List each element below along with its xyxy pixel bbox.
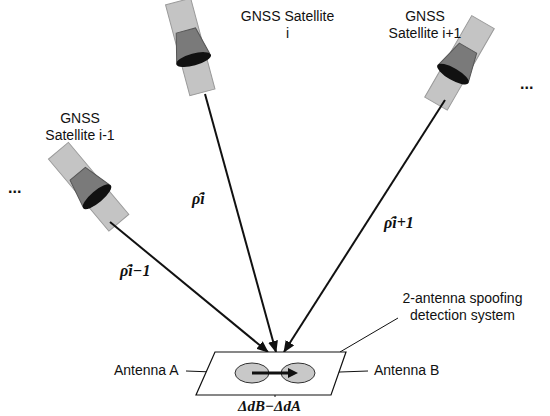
ellipsis: ... [518, 74, 535, 93]
platform-shape [196, 352, 346, 395]
satellite-label: GNSS Satellite i-1 [35, 110, 125, 144]
leader-line [340, 318, 398, 352]
antenna-label: Antenna A [112, 362, 181, 379]
system-label: 2-antenna spoofing detection system [395, 290, 530, 324]
satellite-icon [161, 0, 220, 97]
unit-vector-label: ρ̂i+1 [382, 214, 416, 232]
line-of-sight-vector [110, 222, 268, 352]
satellite-node: GNSS Satellite i [140, 4, 335, 94]
satellite-node: GNSS Satellite i+1 [380, 4, 505, 100]
detection-platform: 2-antenna spoofing detection system [195, 350, 347, 396]
baseline-vector [252, 372, 290, 375]
baseline-label: ΔdB−ΔdA [236, 397, 303, 415]
baseline-arrowhead [288, 368, 298, 378]
ellipsis: ... [6, 178, 23, 197]
antenna-label: Antenna B [372, 362, 441, 379]
satellite-label: GNSS Satellite i+1 [380, 8, 470, 42]
platform-outline [195, 350, 347, 396]
satellite-icon [45, 139, 133, 234]
satellite-label: GNSS Satellite i [240, 8, 335, 42]
satellite-node: GNSS Satellite i-1 [25, 110, 135, 222]
line-of-sight-vector [205, 94, 276, 352]
unit-vector-label: ρ̂i−1 [118, 262, 152, 280]
unit-vector-label: ρ̂i [190, 190, 207, 208]
